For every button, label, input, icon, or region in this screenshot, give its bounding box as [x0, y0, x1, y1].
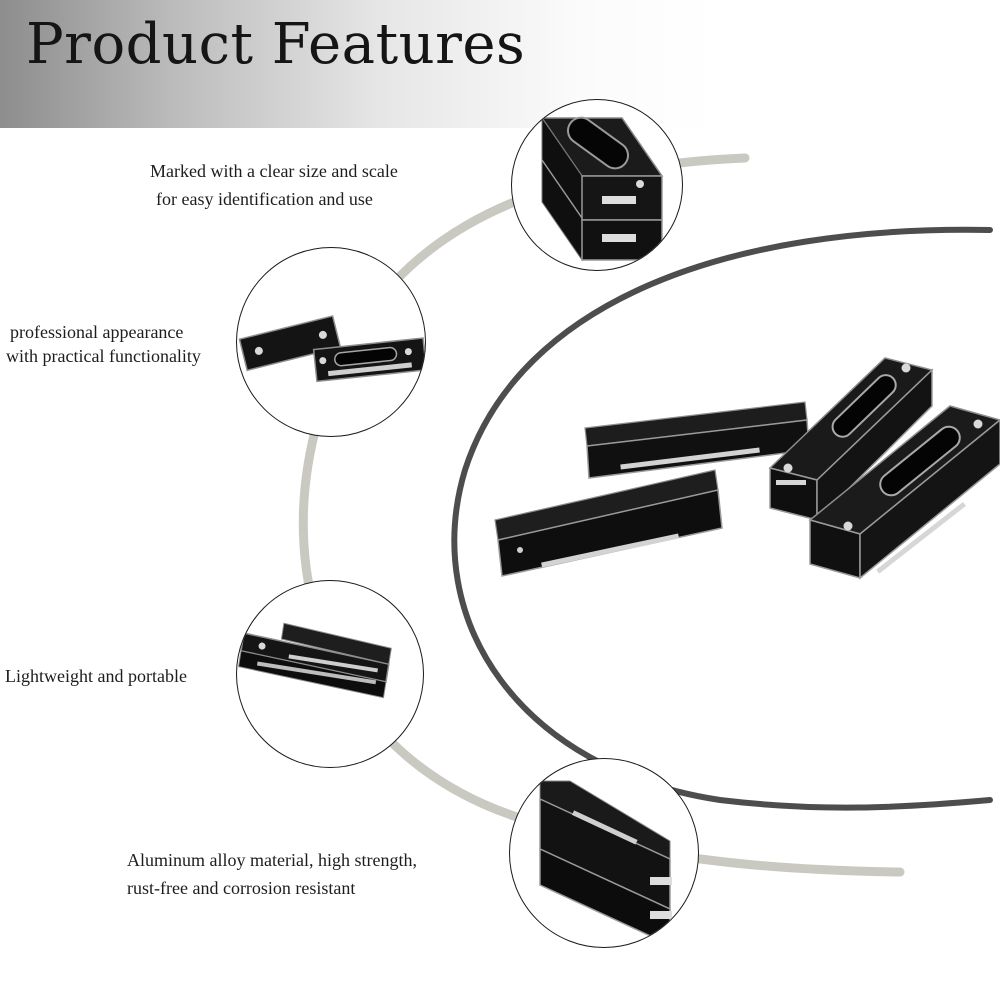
caption-line: for easy identification and use [156, 189, 373, 209]
caption-line: Lightweight and portable [5, 666, 187, 686]
feature-caption-size-scale: Marked with a clear size and scale for e… [150, 157, 398, 213]
header-band [0, 0, 1000, 128]
feature-caption-appearance: professional appearance with practical f… [6, 320, 201, 368]
gauge-block-profile-icon [539, 780, 672, 947]
feature-bubble-portable [236, 580, 424, 768]
hero-rail-upper [584, 401, 810, 479]
feature-bubble-material [509, 758, 699, 948]
caption-line: professional appearance [10, 322, 184, 342]
gauge-block-pair-icon [238, 315, 425, 383]
feature-caption-material: Aluminum alloy material, high strength, … [127, 846, 417, 902]
page-title: Product Features [26, 12, 526, 77]
gauge-block-rail-icon [237, 622, 392, 699]
product-hero-group [470, 340, 1000, 610]
hero-end-block-lower [808, 405, 1000, 580]
caption-line: Aluminum alloy material, high strength, [127, 850, 417, 870]
hero-rail-lower [494, 469, 723, 577]
caption-line: Marked with a clear size and scale [150, 161, 398, 181]
gauge-block-set-icon [494, 357, 1000, 580]
caption-line: with practical functionality [6, 346, 201, 366]
feature-bubble-size-scale [511, 99, 683, 271]
feature-bubble-appearance [236, 247, 426, 437]
gauge-block-end-view-icon [540, 116, 664, 262]
inner-arc [451, 226, 993, 811]
hero-end-block-upper [768, 357, 934, 522]
caption-line: rust-free and corrosion resistant [127, 878, 356, 898]
feature-caption-portable: Lightweight and portable [5, 662, 187, 690]
